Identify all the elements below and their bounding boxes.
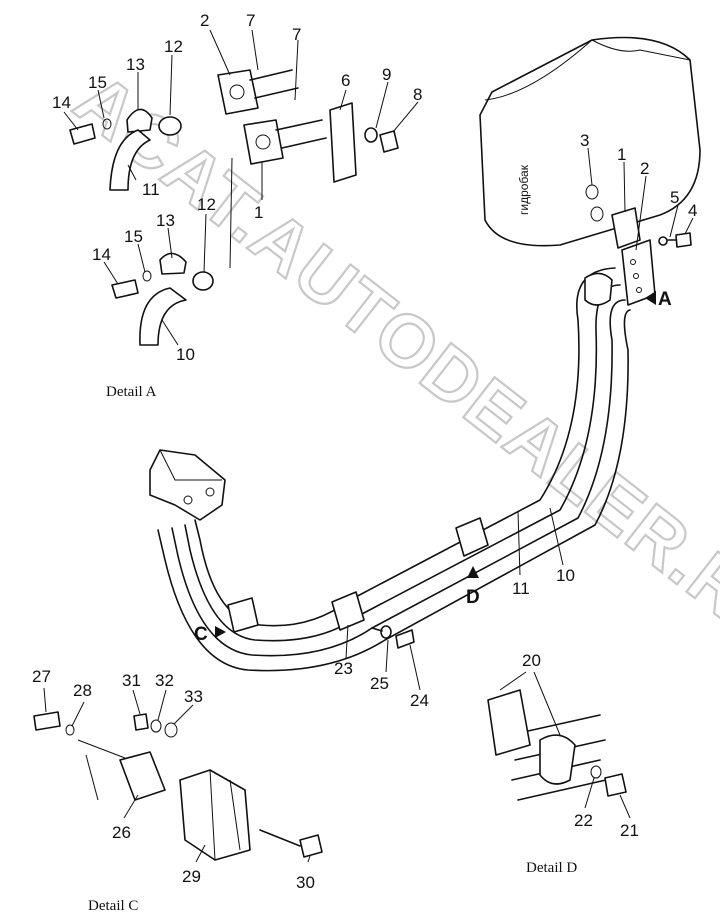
callout-26: 26: [112, 823, 131, 842]
callout-1: 1: [254, 203, 263, 222]
callout-27: 27: [32, 667, 51, 686]
callout-15: 15: [124, 227, 143, 246]
callout-14: 14: [52, 93, 71, 112]
clamp-bolt-24: [371, 625, 415, 649]
callout-30: 30: [296, 873, 315, 892]
callout-12: 12: [197, 195, 216, 214]
callout-11: 11: [142, 180, 160, 199]
tank-port-fittings: [585, 184, 692, 306]
view-marker-c: C: [194, 624, 226, 645]
detail-d-caption: Detail D: [526, 860, 577, 876]
callout-4: 4: [688, 201, 697, 220]
left-pump-bracket: [149, 449, 226, 521]
leader-lines: [43, 29, 694, 863]
callout-5: 5: [670, 188, 679, 207]
callout-10: 10: [176, 345, 195, 364]
detail-d-parts: [487, 689, 627, 801]
callout-14: 14: [92, 245, 111, 264]
callout-15: 15: [88, 73, 107, 92]
callout-32: 32: [155, 671, 174, 690]
callout-33: 33: [184, 687, 203, 706]
view-marker-d: D: [466, 566, 480, 608]
callout-13: 13: [126, 55, 145, 74]
callout-9: 9: [382, 65, 391, 84]
callout-7: 7: [246, 11, 255, 30]
callout-24: 24: [410, 691, 429, 710]
callout-20: 20: [522, 651, 541, 670]
detail-a-parts: [69, 69, 399, 346]
callout-12: 12: [164, 37, 183, 56]
callout-3: 3: [580, 131, 589, 150]
callout-22: 22: [574, 811, 593, 830]
hose-clamps: [227, 272, 613, 633]
callout-7: 7: [292, 25, 301, 44]
callout-31: 31: [122, 671, 141, 690]
detail-c-parts: [33, 711, 323, 861]
view-marker-a-label: A: [658, 289, 672, 310]
callout-10: 10: [556, 566, 575, 585]
detail-a-caption: Detail A: [106, 384, 157, 400]
callout-28: 28: [73, 681, 92, 700]
callout-13: 13: [156, 211, 175, 230]
callout-8: 8: [413, 85, 422, 104]
detail-c-caption: Detail C: [88, 898, 138, 914]
callout-29: 29: [182, 867, 201, 886]
view-marker-a: A: [645, 289, 672, 310]
hydraulic-tank: гидробак: [479, 36, 701, 247]
view-marker-d-label: D: [466, 587, 480, 608]
callout-2: 2: [200, 11, 209, 30]
callout-2: 2: [640, 159, 649, 178]
view-marker-c-label: C: [194, 624, 208, 645]
callout-11: 11: [512, 579, 530, 598]
tank-label: гидробак: [517, 164, 531, 215]
callout-23: 23: [334, 659, 353, 678]
callout-1: 1: [617, 145, 626, 164]
callout-6: 6: [341, 71, 350, 90]
callout-25: 25: [370, 674, 389, 693]
part-callouts: 2 7 7 6 9 8 12 13 15 14 11 1 12 13 15 14…: [32, 11, 697, 892]
callout-21: 21: [620, 821, 639, 840]
